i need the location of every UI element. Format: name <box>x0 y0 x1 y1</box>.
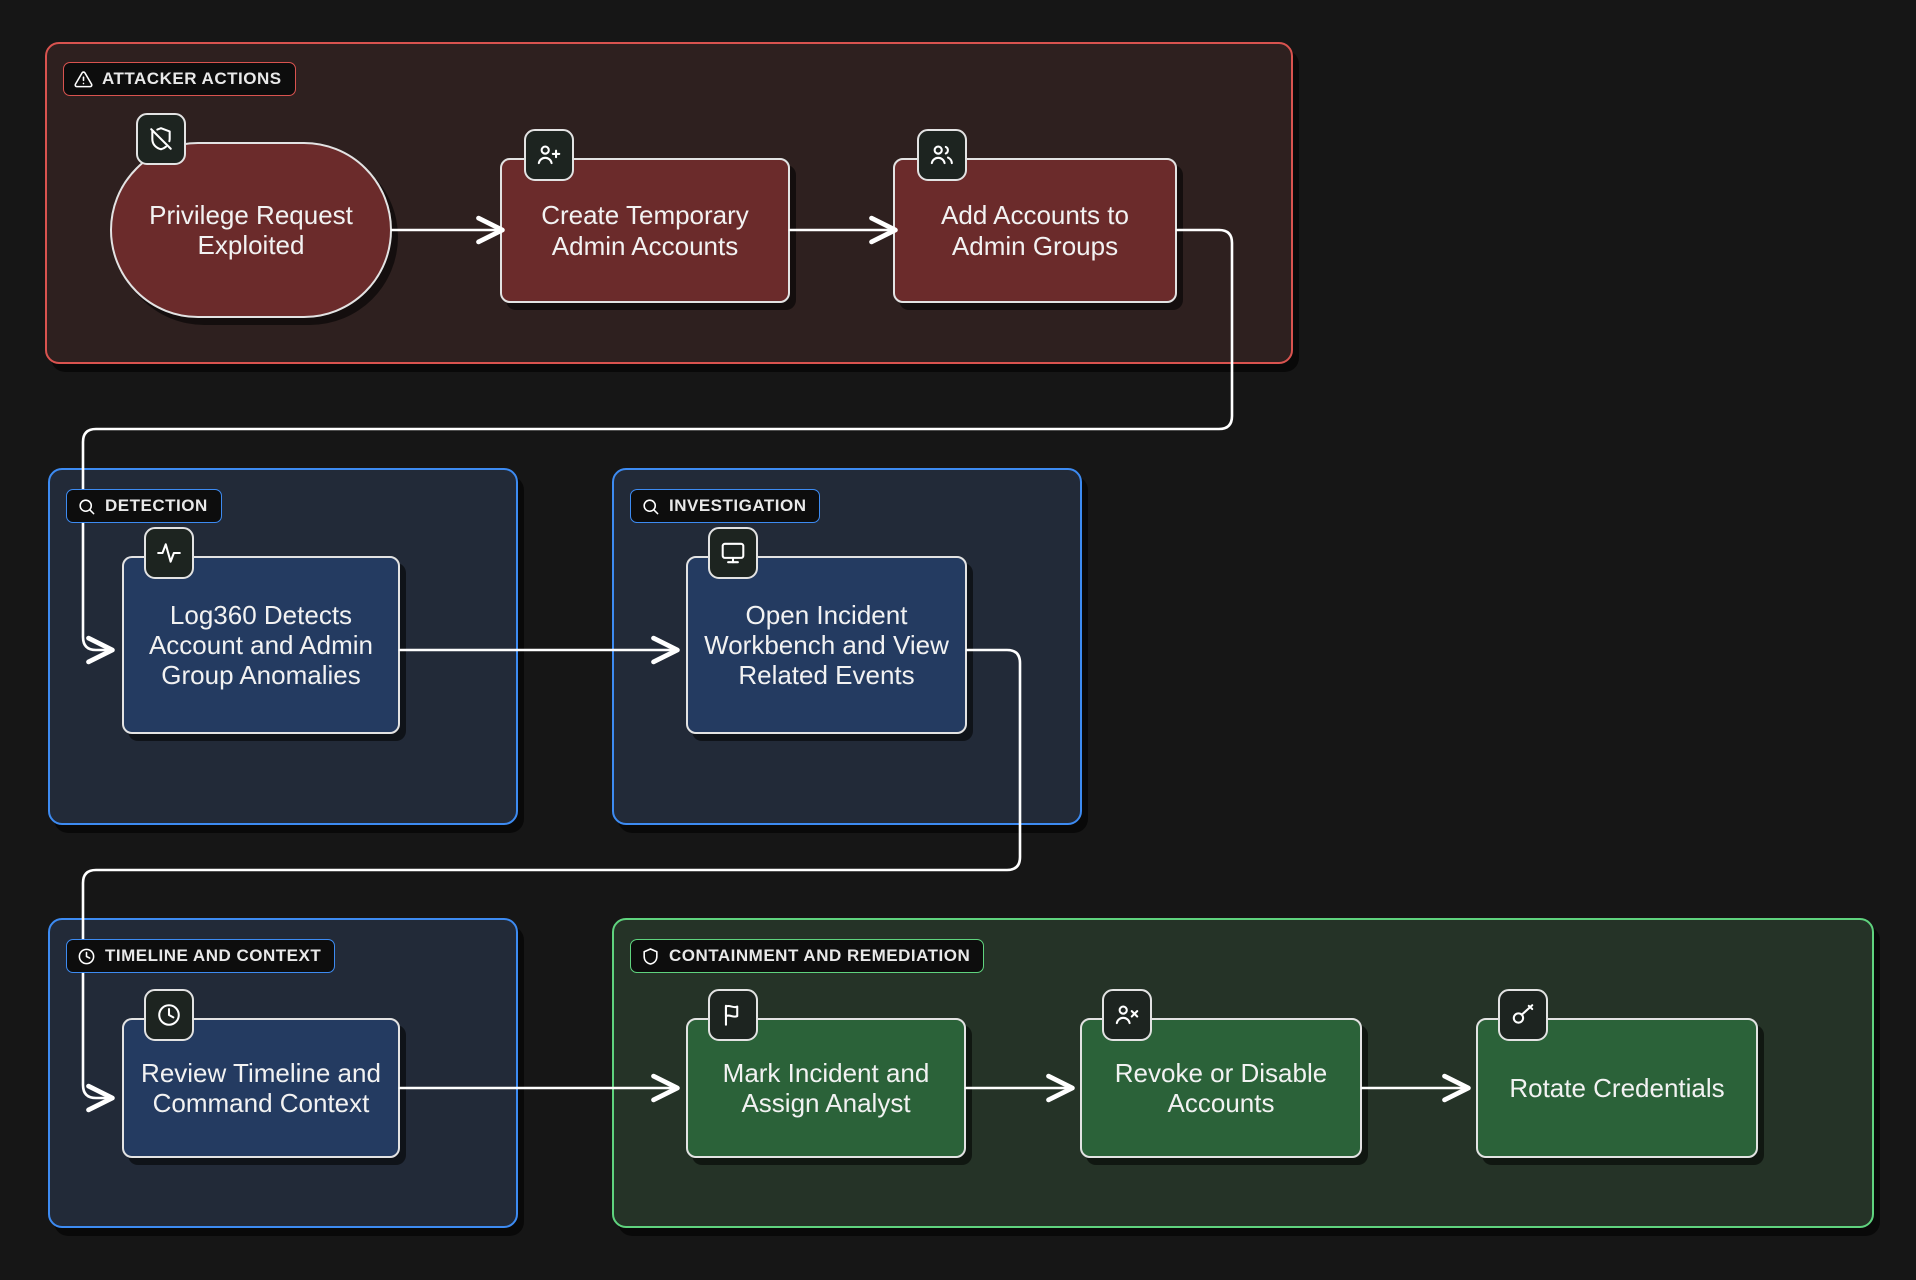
node-mark-incident-and-assign-analyst[interactable]: Mark Incident and Assign Analyst <box>686 989 966 1158</box>
shield-icon <box>641 947 660 966</box>
node-label: Rotate Credentials <box>1509 1072 1725 1103</box>
node-review-timeline-and-command-context[interactable]: Review Timeline and Command Context <box>122 989 400 1158</box>
group-label-timeline-and-context: TIMELINE AND CONTEXT <box>66 939 336 973</box>
node-label: Create Temporary Admin Accounts <box>541 200 749 261</box>
clock-icon <box>144 989 194 1041</box>
clock-icon <box>77 947 96 966</box>
node-label: Open Incident Workbench and View Related… <box>704 599 949 691</box>
group-label-text: DETECTION <box>105 496 208 515</box>
group-label-text: ATTACKER ACTIONS <box>102 69 282 88</box>
node-label: Log360 Detects Account and Admin Group A… <box>148 599 374 691</box>
node-rotate-credentials[interactable]: Rotate Credentials <box>1476 989 1758 1158</box>
shield-off-icon <box>136 113 186 165</box>
group-label-text: INVESTIGATION <box>669 496 807 515</box>
node-privilege-request-exploited[interactable]: Privilege Request Exploited <box>110 113 392 318</box>
node-label: Add Accounts to Admin Groups <box>941 200 1129 261</box>
user-plus-icon <box>524 129 574 181</box>
node-label: Review Timeline and Command Context <box>141 1057 381 1118</box>
group-label-containment-and-remediation: CONTAINMENT AND REMEDIATION <box>630 939 985 973</box>
group-label-text: TIMELINE AND CONTEXT <box>105 946 322 965</box>
node-label: Mark Incident and Assign Analyst <box>722 1057 930 1118</box>
node-label: Revoke or Disable Accounts <box>1114 1057 1328 1118</box>
search-icon <box>641 497 660 516</box>
node-create-temporary-admin-accounts[interactable]: Create Temporary Admin Accounts <box>500 129 790 303</box>
group-label-investigation: INVESTIGATION <box>630 489 821 523</box>
flag-icon <box>708 989 758 1041</box>
node-revoke-or-disable-accounts[interactable]: Revoke or Disable Accounts <box>1080 989 1362 1158</box>
node-label: Privilege Request Exploited <box>149 199 353 260</box>
group-label-detection: DETECTION <box>66 489 222 523</box>
group-label-attacker-actions: ATTACKER ACTIONS <box>63 62 296 96</box>
users-icon <box>917 129 967 181</box>
user-x-icon <box>1102 989 1152 1041</box>
node-open-incident-workbench[interactable]: Open Incident Workbench and View Related… <box>686 527 967 734</box>
monitor-icon <box>708 527 758 579</box>
node-log360-detects-anomalies[interactable]: Log360 Detects Account and Admin Group A… <box>122 527 400 734</box>
warning-triangle-icon <box>74 70 93 89</box>
group-label-text: CONTAINMENT AND REMEDIATION <box>669 946 971 965</box>
key-icon <box>1498 989 1548 1041</box>
node-add-accounts-to-admin-groups[interactable]: Add Accounts to Admin Groups <box>893 129 1177 303</box>
activity-pulse-icon <box>144 527 194 579</box>
search-icon <box>77 497 96 516</box>
